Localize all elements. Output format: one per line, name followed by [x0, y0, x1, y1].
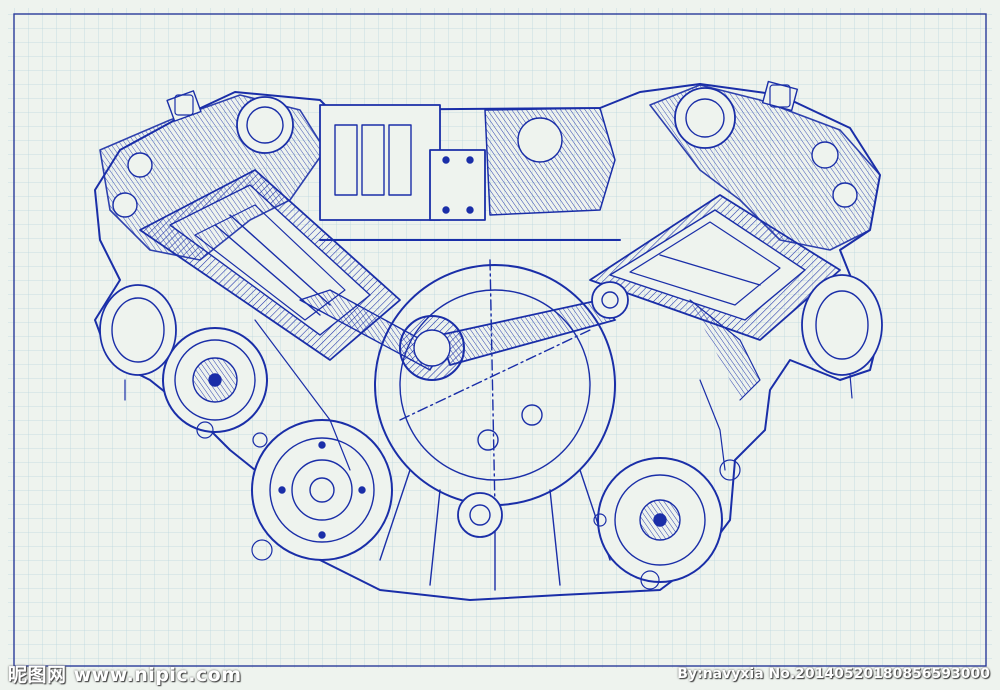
accessory-details: [124, 84, 853, 590]
watermark-author: By:navyxia No.20140520180856593000: [677, 666, 990, 682]
right-idler-pulley: [801, 274, 883, 376]
drawing-frame: [13, 13, 987, 667]
crank-pin: [591, 281, 629, 319]
left-alternator-pulley: [162, 327, 268, 433]
watermark-site: 昵图网 www.nipic.com: [8, 664, 242, 686]
crankcase: [374, 259, 629, 591]
intake-manifold: [319, 104, 621, 241]
right-cylinder-head: [649, 80, 881, 251]
left-idler-pulley: [99, 284, 177, 376]
left-lower-pulley: [251, 419, 393, 561]
engine-drawing: [94, 80, 883, 601]
right-lower-pulley: [597, 457, 723, 583]
